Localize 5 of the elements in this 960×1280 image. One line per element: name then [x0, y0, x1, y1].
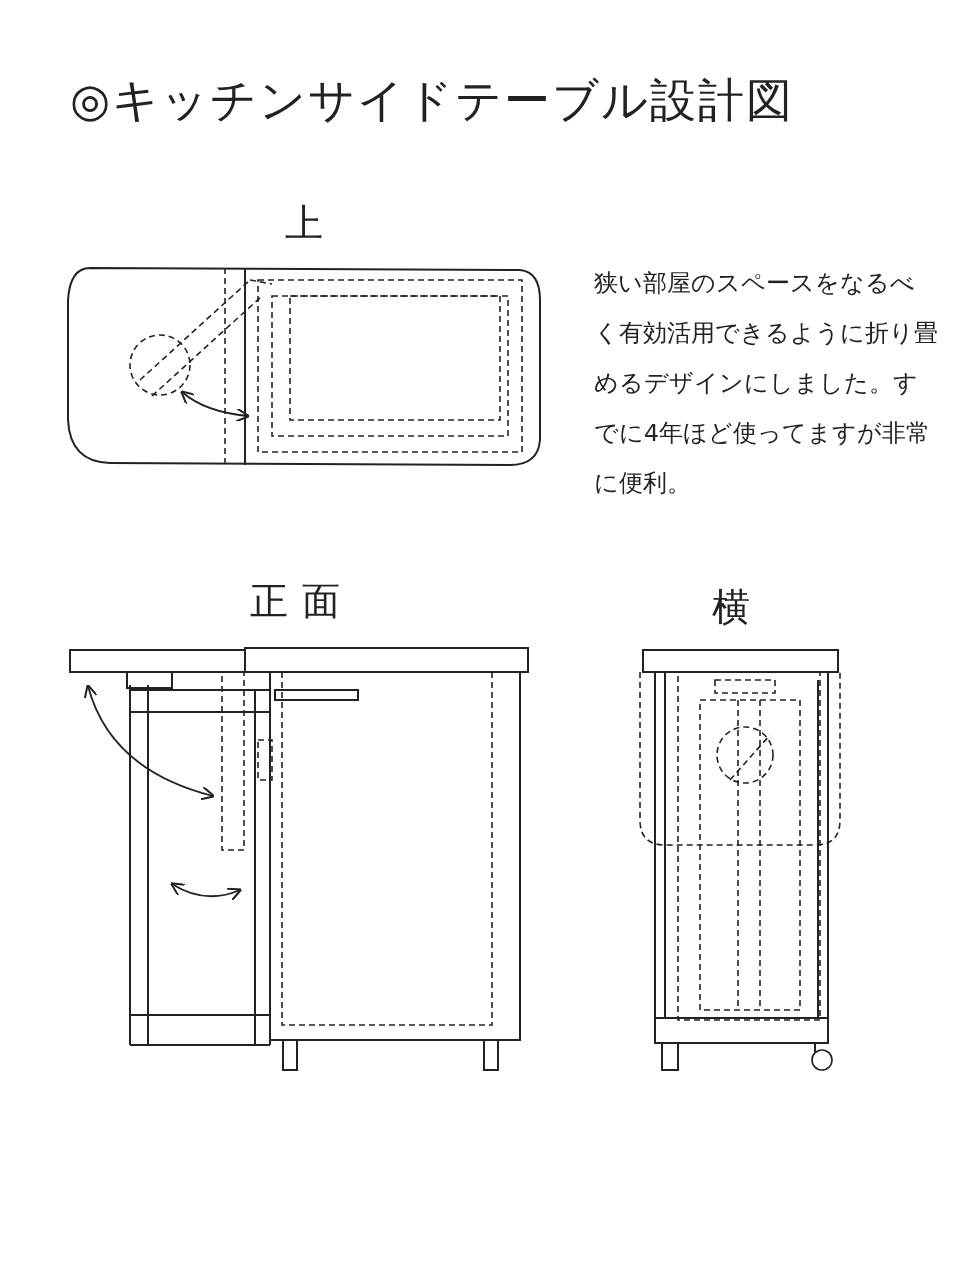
view-label: 正面 [250, 578, 354, 625]
page-title: ◎キッチンサイドテーブル設計図 [70, 72, 795, 129]
view-label: 横 [712, 584, 750, 631]
view-label: 上 [285, 200, 323, 247]
note-text: 狭い部屋のスペースをなるべく有効活用できるように折り畳めるデザインにしました。すでに4年ほど使ってますが非常に便利。 [594, 268, 939, 499]
